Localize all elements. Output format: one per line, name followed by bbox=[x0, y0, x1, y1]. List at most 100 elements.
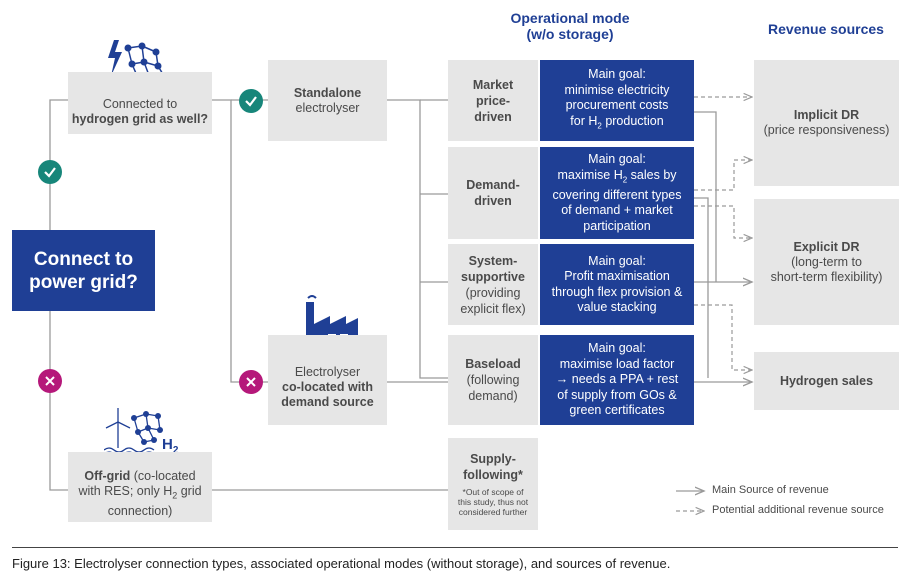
goal-baseload-l2: maximise load factor bbox=[559, 356, 675, 371]
goal-market-l4a: for H bbox=[570, 113, 598, 128]
connect-power-grid-box: Connect to power grid? bbox=[12, 230, 155, 311]
revenue-implicit-l1: Implicit DR bbox=[793, 108, 860, 122]
goal-system-l1: Main goal: bbox=[588, 253, 646, 268]
connect-line2: power grid? bbox=[29, 271, 138, 293]
goal-system-l4: value stacking bbox=[577, 300, 657, 314]
offgrid-line3: connection) bbox=[107, 503, 173, 518]
mode-baseload-l1: Baseload bbox=[465, 357, 521, 371]
goal-baseload-l5: green certificates bbox=[569, 403, 665, 418]
standalone-line1: Standalone bbox=[293, 85, 362, 100]
goal-baseload: Main goal: maximise load factor → needs … bbox=[540, 335, 694, 425]
mode-supply-l1: Supply- bbox=[470, 452, 516, 466]
check-icon-h2grid bbox=[239, 89, 263, 113]
revenue-hydrogen-sales: Hydrogen sales bbox=[754, 352, 899, 410]
offgrid-line2-end: grid bbox=[177, 484, 202, 499]
goal-market-l4: for H2 production bbox=[570, 114, 663, 134]
offgrid-sub: 2 bbox=[172, 490, 178, 501]
mode-market-l3: driven bbox=[474, 109, 512, 124]
standalone-to-modes bbox=[387, 99, 448, 379]
mode-demand-l1: Demand- bbox=[466, 178, 520, 192]
goal-baseload-l1: Main goal: bbox=[588, 341, 646, 356]
h2-icon-h: H bbox=[162, 436, 173, 453]
goal-market-l3: procurement costs bbox=[565, 98, 669, 113]
mode-system-l4: explicit flex) bbox=[460, 301, 526, 316]
mode-system-supportive: System- supportive (providing explicit f… bbox=[448, 244, 538, 325]
connect-line1: Connect to bbox=[33, 248, 134, 270]
mode-market-price-driven: Market price- driven bbox=[448, 60, 538, 141]
h2grid-line1: Connected to bbox=[102, 97, 178, 111]
hydrogen-grid-question-box: Connected to hydrogen grid as well? bbox=[68, 72, 212, 134]
goal-demand: Main goal: maximise H2 sales by covering… bbox=[540, 147, 694, 239]
mode-baseload-l2: (following bbox=[466, 373, 520, 387]
cross-icon bbox=[38, 369, 62, 393]
caption-divider bbox=[12, 547, 898, 548]
goal-demand-l2: maximise H2 sales by bbox=[557, 168, 676, 188]
goal-demand-l1: Main goal: bbox=[588, 152, 646, 166]
operational-mode-subtitle: (w/o storage) bbox=[526, 26, 614, 42]
revenue-explicit-dr: Explicit DR (long-term to short-term fle… bbox=[754, 199, 899, 325]
mode-system-l3: (providing bbox=[465, 285, 521, 300]
mode-supply-l2: following* bbox=[463, 468, 523, 482]
goal-market: Main goal: minimise electricity procurem… bbox=[540, 60, 694, 141]
h2-icon-sub: 2 bbox=[172, 445, 179, 456]
goal-demand-l2b: sales by bbox=[627, 167, 677, 182]
mode-demand-l2: driven bbox=[474, 194, 512, 208]
standalone-electrolyser-box: Standalone electrolyser bbox=[268, 60, 387, 141]
revenue-implicit-dr: Implicit DR (price responsiveness) bbox=[754, 60, 899, 186]
mode-market-l2: price- bbox=[475, 93, 511, 108]
goal-market-l1: Main goal: bbox=[588, 67, 646, 82]
mode-supply-note1: *Out of scope of bbox=[462, 487, 524, 497]
goal-market-l4b: production bbox=[601, 113, 664, 128]
goal-market-l2: minimise electricity bbox=[564, 82, 670, 97]
colocated-electrolyser-box: Electrolyser co-located with demand sour… bbox=[268, 335, 387, 425]
offgrid-wind-h2-icon: H2 bbox=[103, 406, 184, 457]
goal-demand-l3: covering different types bbox=[552, 187, 682, 202]
colocated-line3: demand source bbox=[281, 394, 374, 409]
revenue-hydrogen-l1: Hydrogen sales bbox=[779, 373, 874, 388]
revenue-explicit-l1: Explicit DR bbox=[793, 239, 860, 254]
goal-demand-l5: participation bbox=[583, 218, 651, 233]
mode-system-l1: System- bbox=[468, 253, 518, 268]
goal-demand-l2sub: 2 bbox=[622, 175, 628, 184]
check-icon bbox=[38, 160, 62, 184]
h2grid-branch-line bbox=[212, 99, 268, 383]
goal-system-l3: through flex provision & bbox=[551, 284, 683, 299]
revenue-sources-header: Revenue sources bbox=[768, 21, 884, 37]
h2-icon-label: H2 bbox=[162, 436, 178, 456]
revenue-implicit-l2: (price responsiveness) bbox=[763, 123, 890, 137]
figure-caption: Figure 13: Electrolyser connection types… bbox=[12, 556, 671, 571]
mode-baseload: Baseload (following demand) bbox=[448, 335, 538, 425]
mode-supply-note2: this study, thus not bbox=[457, 497, 529, 507]
mode-demand-driven: Demand- driven bbox=[448, 147, 538, 239]
offgrid-line2: with RES; only H2 grid bbox=[78, 484, 201, 504]
goal-demand-l2a: maximise H bbox=[557, 167, 623, 182]
goal-market-l4sub: 2 bbox=[597, 121, 602, 131]
mode-system-l2: supportive bbox=[461, 269, 525, 284]
revenue-explicit-l2: (long-term to bbox=[791, 254, 862, 269]
goal-system-l2: Profit maximisation bbox=[564, 269, 670, 283]
goal-system: Main goal: Profit maximisation through f… bbox=[540, 244, 694, 325]
standalone-line2: electrolyser bbox=[295, 100, 360, 115]
offgrid-line1: Off-grid (co-located bbox=[84, 469, 195, 484]
goal-baseload-l4: of supply from GOs & bbox=[557, 387, 677, 402]
mode-supply-following: Supply- following* *Out of scope of this… bbox=[448, 438, 538, 530]
mode-supply-note: *Out of scope of this study, thus not co… bbox=[458, 487, 528, 517]
operational-mode-header: Operational mode (w/o storage) bbox=[490, 10, 650, 42]
mode-market-l1: Market bbox=[472, 77, 514, 92]
colocated-line2: co-located with bbox=[282, 379, 373, 394]
offgrid-box: Off-grid (co-located with RES; only H2 g… bbox=[68, 452, 212, 522]
h2grid-line2: hydrogen grid as well? bbox=[71, 112, 209, 126]
offgrid-bold: Off-grid bbox=[84, 469, 131, 484]
goal-demand-l4: of demand + market bbox=[561, 203, 673, 217]
revenue-explicit-l3: short-term flexibility) bbox=[770, 269, 883, 284]
legend-potential-source: Potential additional revenue source bbox=[712, 504, 884, 516]
mode-baseload-l3: demand) bbox=[468, 389, 518, 403]
colocated-line1: Electrolyser bbox=[294, 364, 361, 379]
legend-main-source: Main Source of revenue bbox=[712, 484, 829, 496]
operational-mode-title: Operational mode bbox=[510, 10, 630, 26]
cross-icon-h2grid bbox=[239, 370, 263, 394]
mode-supply-note3: considered further bbox=[458, 507, 528, 517]
offgrid-line2-text: with RES; only H bbox=[78, 484, 173, 499]
offgrid-rest1: (co-located bbox=[130, 469, 196, 484]
